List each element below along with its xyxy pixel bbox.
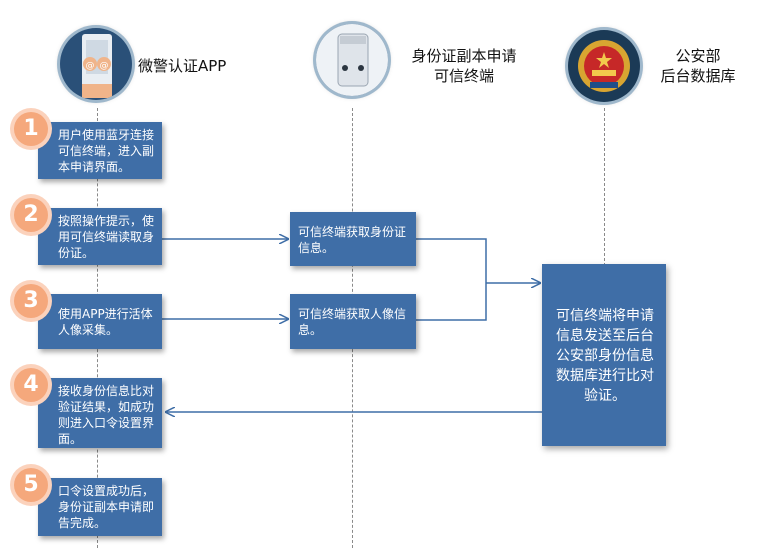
- step-3-box: 使用APP进行活体人像采集。: [38, 294, 162, 349]
- step-1-box: 用户使用蓝牙连接可信终端，进入副本申请界面。: [38, 122, 162, 179]
- police-title-line2: 后台数据库: [660, 67, 736, 85]
- police-title-line1: 公安部: [675, 47, 721, 65]
- police-column-title: 公安部 后台数据库: [628, 46, 768, 86]
- terminal-device-icon: [316, 24, 388, 96]
- step-3-number: 3: [14, 284, 48, 318]
- step-5-box: 口令设置成功后，身份证副本申请即告完成。: [38, 478, 162, 536]
- step-4-box: 接收身份信息比对验证结果，如成功则进入口令设置界面。: [38, 378, 162, 448]
- terminal-id-box: 可信终端获取身份证信息。: [290, 212, 416, 266]
- step-1-number: 1: [14, 112, 48, 146]
- terminal-title-line1: 身份证副本申请: [411, 47, 517, 65]
- phone-app-icon: @ @: [60, 28, 132, 100]
- terminal-title-line2: 可信终端: [433, 67, 494, 85]
- police-emblem-icon: [568, 30, 640, 102]
- step-4-number: 4: [14, 368, 48, 402]
- app-column-title: 微警认证APP: [138, 57, 227, 75]
- step-2-box: 按照操作提示，使用可信终端读取身份证。: [38, 208, 162, 265]
- police-lifeline: [604, 108, 605, 266]
- svg-text:@: @: [86, 61, 95, 71]
- svg-text:@: @: [100, 61, 109, 71]
- step-5-number: 5: [14, 468, 48, 502]
- database-verification-box: 可信终端将申请信息发送至后台公安部身份信息数据库进行比对验证。: [542, 264, 666, 446]
- terminal-column-title: 身份证副本申请 可信终端: [394, 46, 534, 86]
- step-2-number: 2: [14, 198, 48, 232]
- connector-terminal-merge: [416, 238, 487, 321]
- terminal-portrait-box: 可信终端获取人像信息。: [290, 294, 416, 349]
